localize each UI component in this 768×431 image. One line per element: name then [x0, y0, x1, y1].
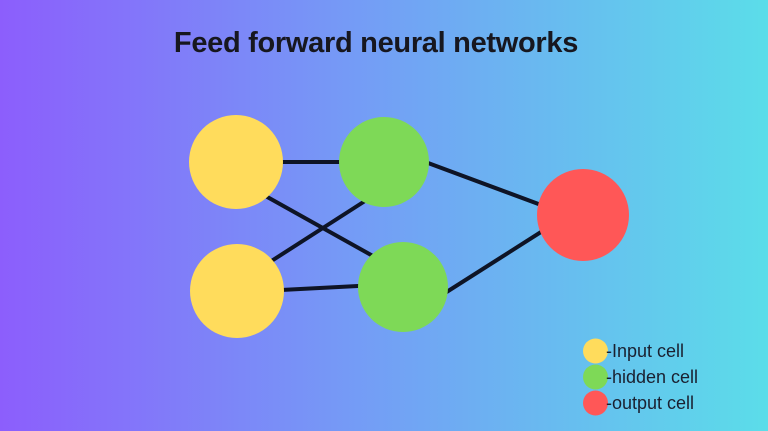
legend-label-input: -Input cell: [606, 340, 685, 361]
page-title: Feed forward neural networks: [173, 27, 579, 59]
hidden-cell-swatch-icon: [583, 364, 608, 390]
legend: -Input cell -hidden cell -output cell: [583, 338, 698, 416]
output-node: [537, 169, 629, 261]
input-node-1: [189, 115, 283, 209]
edge-input2-hidden1: [257, 190, 381, 271]
input-node-2: [190, 244, 284, 338]
legend-label-output: -output cell: [606, 392, 695, 413]
hidden-node-2: [358, 242, 448, 332]
legend-item-output: -output cell: [583, 390, 698, 416]
input-cell-swatch-icon: [583, 338, 608, 364]
legend-item-input: -Input cell: [583, 338, 698, 364]
edge-hidden1-output: [419, 158, 561, 214]
legend-item-hidden: -hidden cell: [583, 364, 698, 390]
nodes: [189, 115, 629, 338]
hidden-node-1: [339, 117, 429, 207]
legend-label-hidden: -hidden cell: [606, 366, 699, 387]
output-cell-swatch-icon: [583, 390, 608, 416]
